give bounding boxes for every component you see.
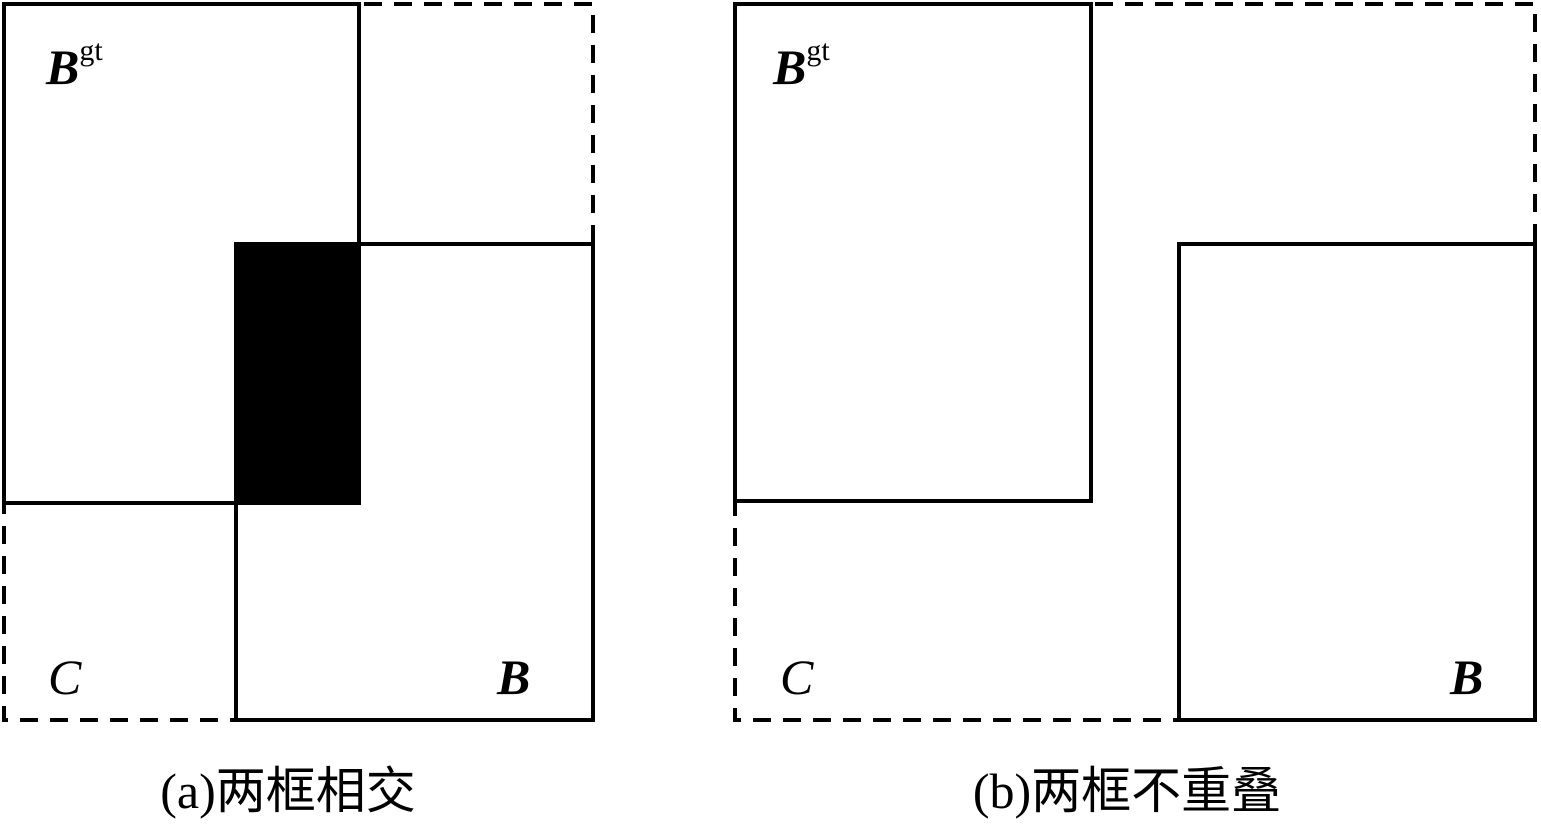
panel-a-enclosing-label: C: [48, 649, 82, 705]
panel-b-enclosing-label: C: [780, 649, 814, 705]
panel-a-gt-superscript: gt: [79, 34, 103, 67]
panel-a-gt-box: [2, 2, 361, 505]
panel-a-intersection: [234, 242, 361, 505]
panel-a-gt-label: Bgt: [45, 34, 103, 95]
panel-a-pred-label: B: [496, 649, 530, 705]
panel-b-pred-label: B: [1449, 649, 1483, 705]
panel-b-enclosing-box: [733, 2, 1537, 722]
panel-b: Bgt C B: [733, 2, 1537, 722]
panel-a-pred-box: [234, 242, 595, 722]
panel-b-gt-label: Bgt: [772, 34, 830, 95]
panel-b-gt-box: [733, 2, 1093, 503]
caption-b: (b)两框不重叠: [973, 763, 1281, 819]
panel-a: Bgt C B: [2, 2, 595, 722]
panel-b-pred-box: [1177, 242, 1537, 722]
panel-a-gt-letter: B: [45, 39, 79, 95]
panel-b-gt-letter: B: [772, 39, 806, 95]
panel-b-gt-superscript: gt: [806, 34, 830, 67]
caption-a: (a)两框相交: [160, 763, 416, 819]
